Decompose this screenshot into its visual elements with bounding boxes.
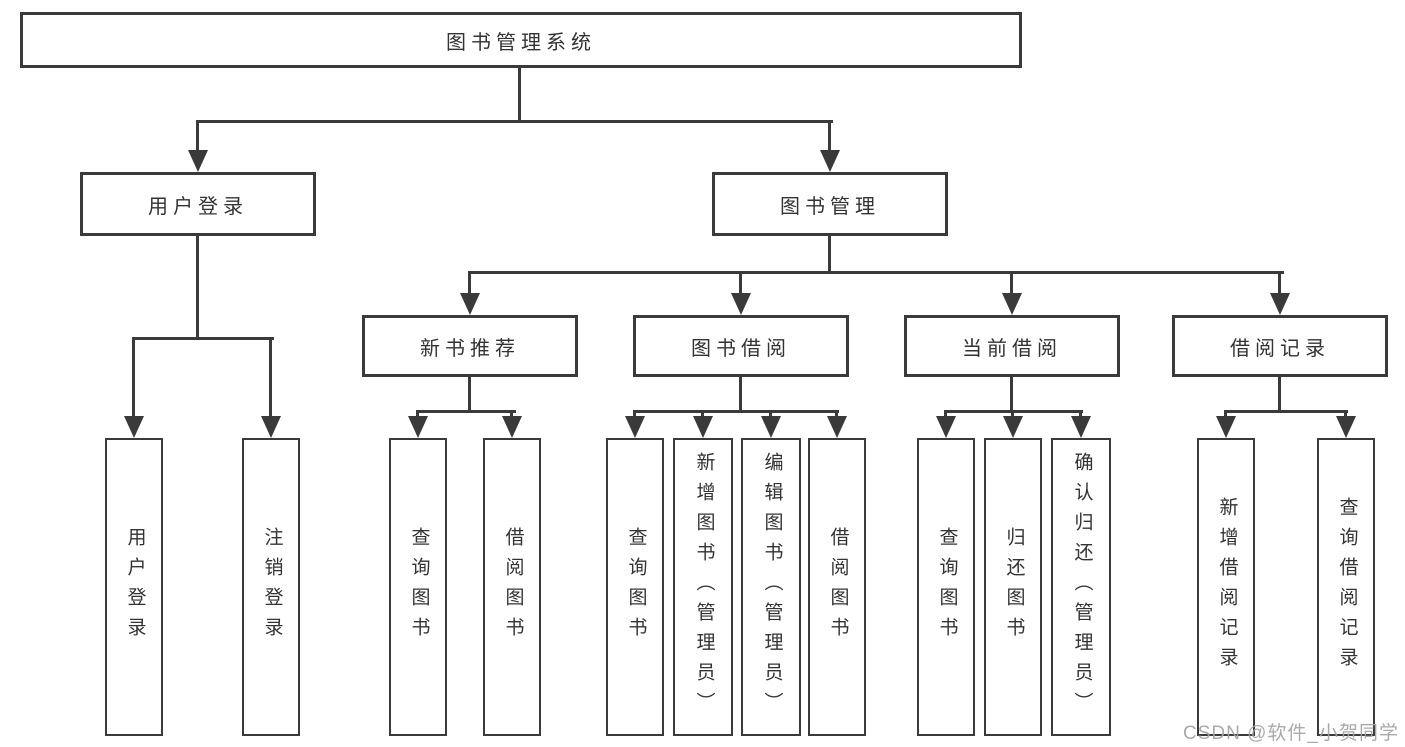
edge-drop-leaf: [416, 410, 419, 418]
arrow-down-icon: [261, 416, 281, 438]
edge-borrow-record-bus: [1224, 410, 1348, 413]
node-current-borrow-label: 当前借阅: [962, 337, 1062, 360]
edge-drop-current-borrow: [1010, 271, 1013, 295]
edge-user-login-stem: [196, 236, 199, 340]
edge-root-stem: [518, 68, 521, 123]
edge-drop-leaf: [769, 410, 772, 418]
csdn-watermark: CSDN @软件_小贺同学: [1183, 723, 1399, 744]
edge-current-borrow-stem: [1010, 377, 1013, 413]
node-new-book-recommend-label: 新书推荐: [420, 337, 520, 360]
node-root-label: 图书管理系统: [446, 31, 596, 54]
edge-drop-leaf-user-login: [132, 337, 135, 417]
edge-drop-book-borrow: [739, 271, 742, 295]
edge-drop-leaf: [944, 410, 947, 418]
arrow-down-icon: [1216, 416, 1236, 438]
arrow-down-icon: [731, 293, 751, 315]
node-root-box: 图书管理系统: [20, 12, 1022, 68]
arrow-down-icon: [761, 416, 781, 438]
edge-book-management-bus: [468, 271, 1284, 274]
arrow-down-icon: [502, 416, 522, 438]
arrow-down-icon: [1002, 293, 1022, 315]
edge-drop-borrow-record: [1278, 271, 1281, 295]
leaf-query-book-a-box: 查询图书: [389, 438, 447, 736]
node-book-borrow-box: 图书借阅: [633, 315, 849, 377]
leaf-borrow-book-b-box: 借阅图书: [808, 438, 866, 736]
node-new-book-recommend-box: 新书推荐: [362, 315, 578, 377]
edge-drop-leaf: [701, 410, 704, 418]
edge-drop-leaf: [1224, 410, 1227, 418]
leaf-confirm-return-box: 确认归还（管理员）: [1051, 438, 1111, 736]
leaf-add-book-label: 新增图书（管理员）: [693, 452, 715, 722]
leaf-add-record-box: 新增借阅记录: [1197, 438, 1255, 736]
arrow-down-icon: [408, 416, 428, 438]
leaf-user-login-box: 用户登录: [105, 438, 163, 736]
arrow-down-icon: [188, 150, 208, 172]
edge-user-login-bus: [132, 337, 274, 340]
leaf-query-book-b-box: 查询图书: [606, 438, 664, 736]
leaf-logout-label: 注销登录: [261, 527, 283, 647]
leaf-return-book-label: 归还图书: [1003, 527, 1025, 647]
node-book-management-label: 图书管理: [780, 195, 880, 218]
leaf-query-book-a-label: 查询图书: [408, 527, 430, 647]
leaf-user-login-label: 用户登录: [124, 527, 146, 647]
node-user-login-label: 用户登录: [148, 195, 248, 218]
node-user-login-box: 用户登录: [80, 172, 316, 236]
leaf-edit-book-label: 编辑图书（管理员）: [761, 452, 783, 722]
leaf-edit-book-box: 编辑图书（管理员）: [741, 438, 801, 736]
arrow-down-icon: [1071, 416, 1091, 438]
edge-drop-leaf: [1344, 410, 1347, 418]
arrow-down-icon: [820, 150, 840, 172]
leaf-borrow-book-a-label: 借阅图书: [502, 527, 524, 647]
edge-new-book-recommend-stem: [468, 377, 471, 413]
edge-drop-user-login: [196, 120, 199, 152]
leaf-query-record-label: 查询借阅记录: [1336, 497, 1358, 677]
edge-drop-leaf: [1079, 410, 1082, 418]
edge-drop-leaf: [1011, 410, 1014, 418]
leaf-borrow-book-a-box: 借阅图书: [483, 438, 541, 736]
node-book-borrow-label: 图书借阅: [691, 337, 791, 360]
edge-drop-leaf: [633, 410, 636, 418]
leaf-query-book-c-box: 查询图书: [917, 438, 975, 736]
node-borrow-record-box: 借阅记录: [1172, 315, 1388, 377]
arrow-down-icon: [693, 416, 713, 438]
edge-drop-leaf: [835, 410, 838, 418]
edge-new-book-recommend-bus: [416, 410, 516, 413]
arrow-down-icon: [1270, 293, 1290, 315]
leaf-query-book-c-label: 查询图书: [936, 527, 958, 647]
leaf-query-record-box: 查询借阅记录: [1317, 438, 1375, 736]
edge-book-management-stem: [828, 236, 831, 274]
leaf-return-book-box: 归还图书: [984, 438, 1042, 736]
arrow-down-icon: [124, 416, 144, 438]
arrow-down-icon: [1003, 416, 1023, 438]
leaf-logout-box: 注销登录: [242, 438, 300, 736]
arrow-down-icon: [1336, 416, 1356, 438]
node-book-management-box: 图书管理: [712, 172, 948, 236]
node-current-borrow-box: 当前借阅: [904, 315, 1120, 377]
leaf-borrow-book-b-label: 借阅图书: [827, 527, 849, 647]
arrow-down-icon: [625, 416, 645, 438]
node-borrow-record-label: 借阅记录: [1230, 337, 1330, 360]
leaf-query-book-b-label: 查询图书: [625, 527, 647, 647]
edge-drop-new-book-recommend: [468, 271, 471, 295]
leaf-add-book-box: 新增图书（管理员）: [673, 438, 733, 736]
leaf-add-record-label: 新增借阅记录: [1216, 497, 1238, 677]
edge-drop-book-management: [828, 120, 831, 152]
arrow-down-icon: [827, 416, 847, 438]
edge-book-borrow-bus: [633, 410, 839, 413]
arrow-down-icon: [460, 293, 480, 315]
edge-root-bus: [196, 120, 833, 123]
edge-drop-leaf: [510, 410, 513, 418]
edge-borrow-record-stem: [1278, 377, 1281, 413]
edge-book-borrow-stem: [739, 377, 742, 413]
edge-drop-leaf-logout: [269, 337, 272, 417]
arrow-down-icon: [936, 416, 956, 438]
leaf-confirm-return-label: 确认归还（管理员）: [1071, 452, 1093, 722]
